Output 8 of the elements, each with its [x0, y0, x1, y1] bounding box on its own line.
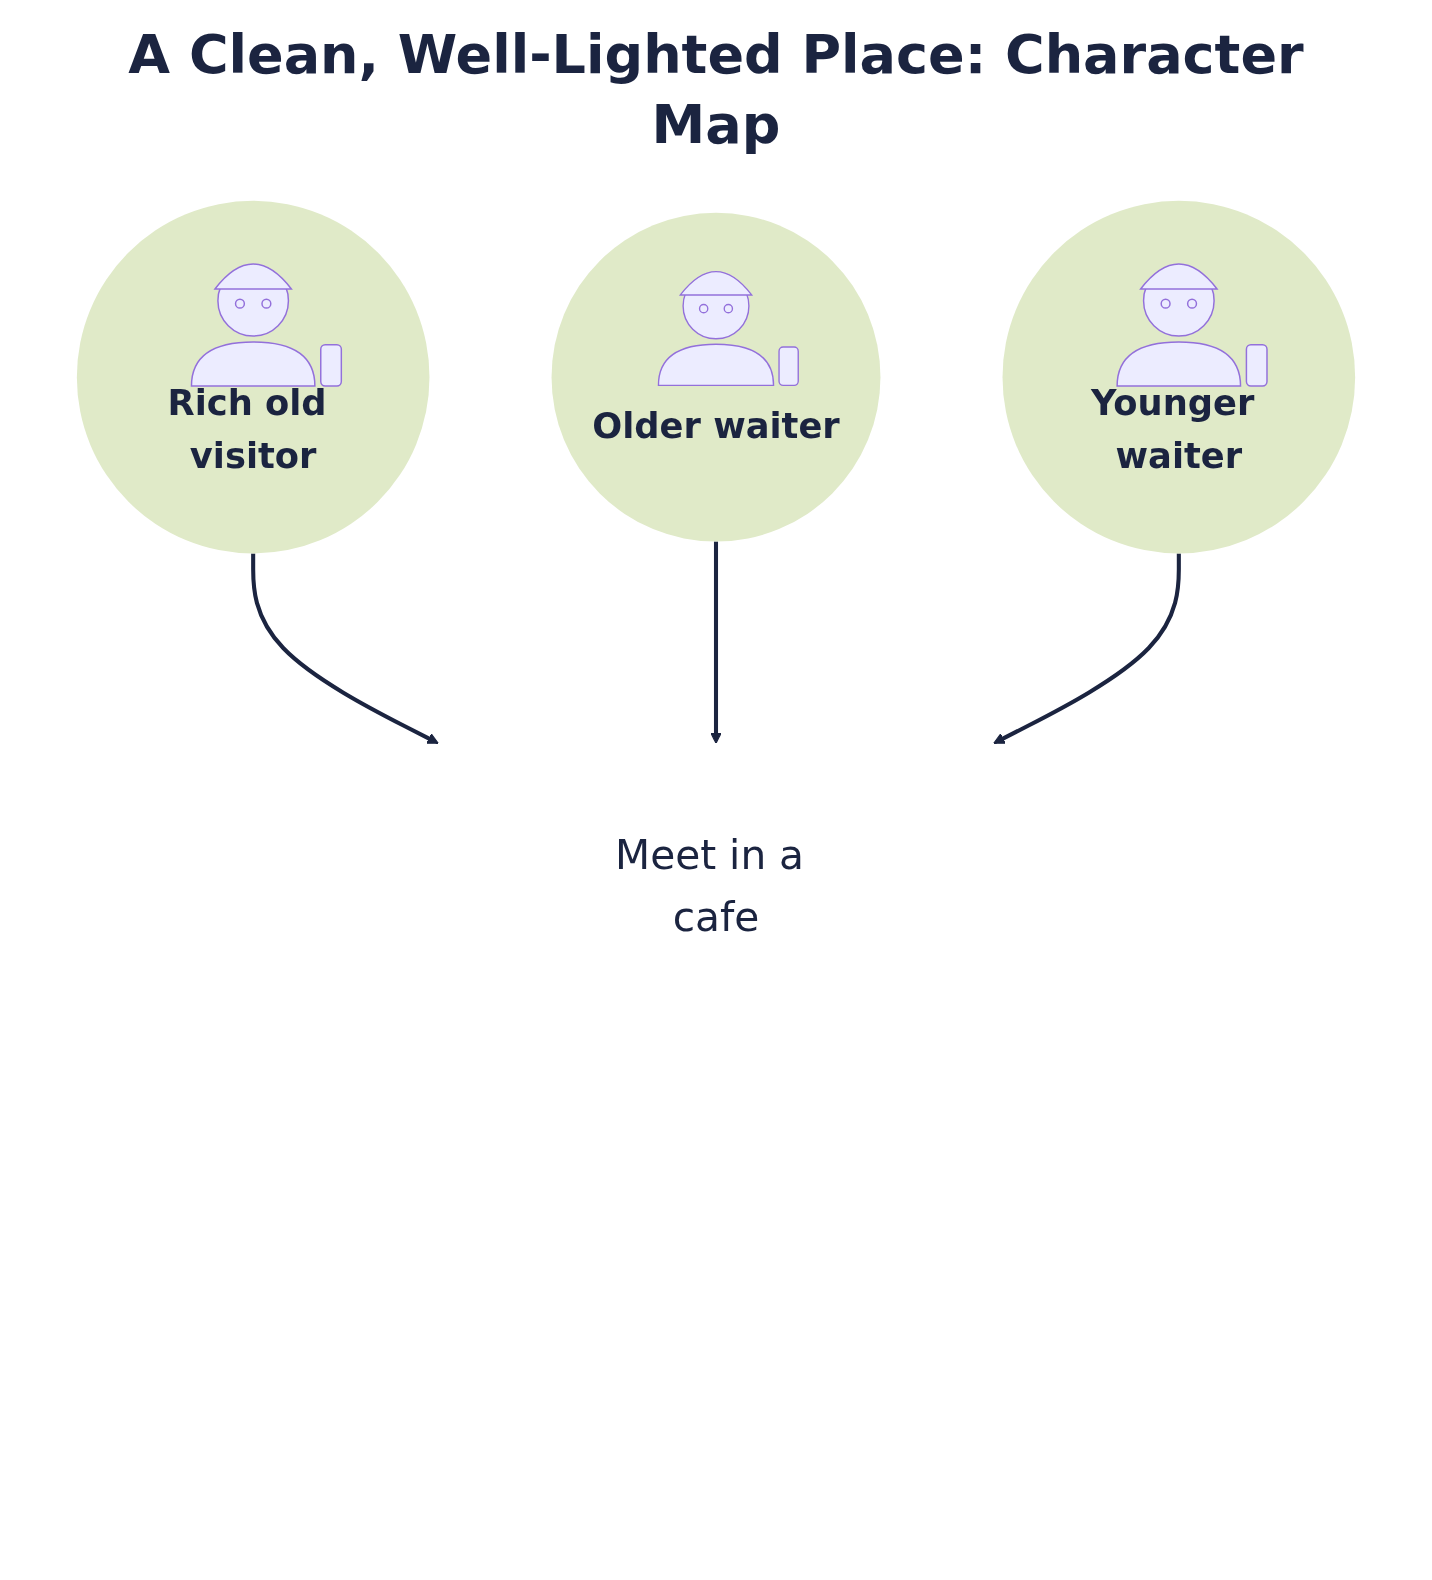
arrow	[251, 553, 439, 745]
arrow	[710, 542, 722, 745]
node-label: Rich old visitor	[167, 382, 327, 477]
node-text: Meet in a cafe	[615, 831, 805, 941]
arrow	[993, 553, 1181, 745]
diagram-title: A Clean, Well-Lighted Place: Character Map	[127, 22, 1305, 159]
node-label: Older waiter	[592, 405, 840, 447]
node-label: Younger waiter	[1091, 382, 1255, 477]
